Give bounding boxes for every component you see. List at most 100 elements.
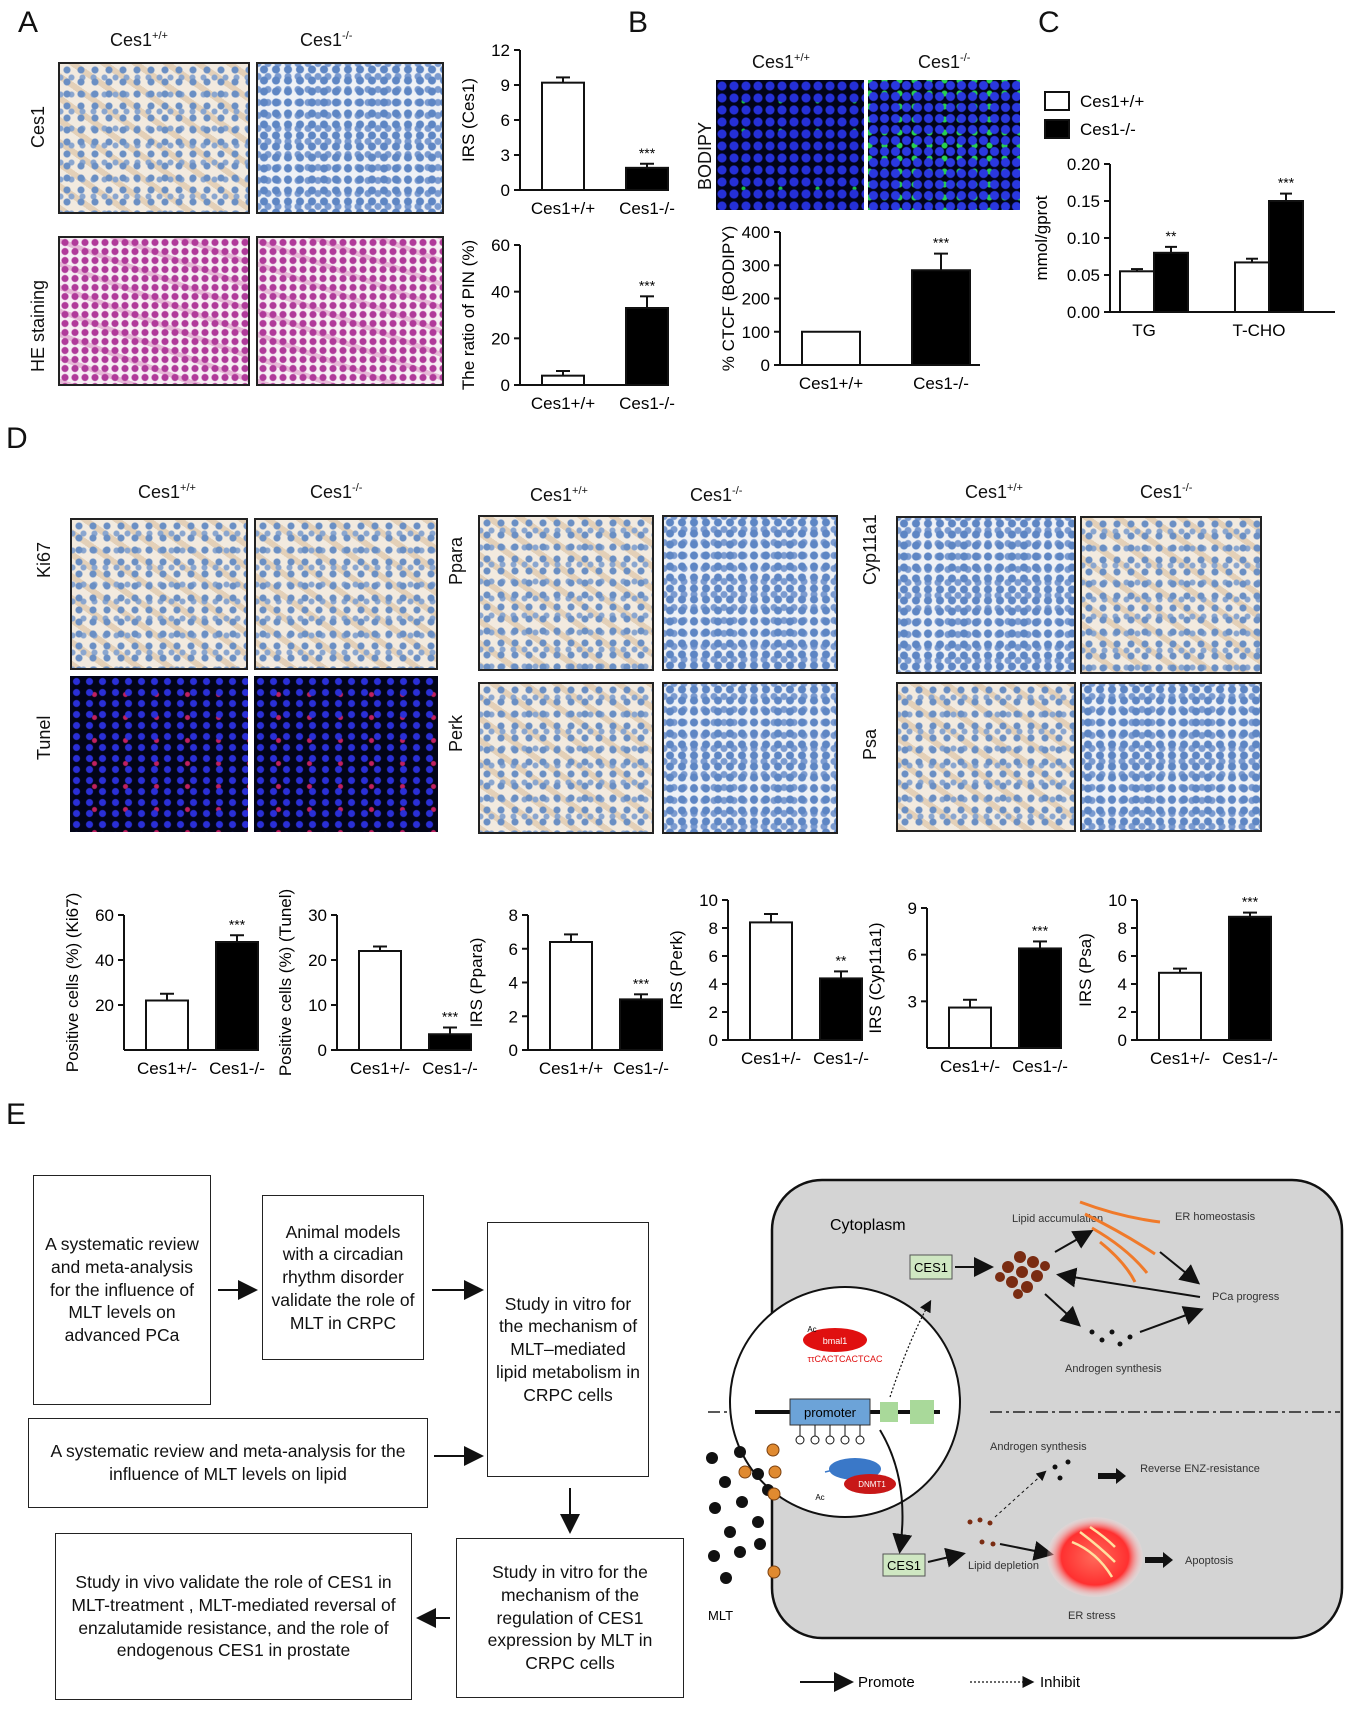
- x-tick-label: TG: [1132, 321, 1156, 340]
- header-wt-d3: Ces1+/+: [965, 482, 1023, 502]
- y-tick-label: 20: [491, 329, 510, 348]
- x-tick-label: Ces1-/-: [209, 1059, 265, 1078]
- row-label-perk: Perk: [446, 714, 466, 752]
- bar: [215, 941, 259, 1051]
- mlt-label: MLT: [708, 1608, 733, 1623]
- legend-label: Ces1-/-: [1080, 120, 1136, 139]
- x-tick-label: Ces1-/-: [1012, 1057, 1068, 1076]
- row-label-ppara: Ppara: [446, 536, 466, 585]
- micrograph-perk-ko: [662, 682, 838, 834]
- header-wt-b: Ces1+/+: [752, 52, 810, 72]
- flow-box-1: A systematic review and meta-analysis fo…: [33, 1175, 211, 1405]
- y-tick-label: 4: [509, 974, 518, 993]
- y-tick-label: 0: [501, 181, 510, 200]
- panel-label-b: B: [628, 6, 649, 39]
- micrograph-ppara-wt: [478, 515, 654, 671]
- svg-text:DNMT1: DNMT1: [858, 1480, 886, 1489]
- micrograph-ki67-wt: [70, 518, 248, 670]
- y-tick-label: 2: [709, 1003, 718, 1022]
- micrograph-ppara-ko: [662, 515, 838, 671]
- y-tick-label: 0: [509, 1041, 518, 1060]
- y-tick-label: 4: [709, 975, 718, 994]
- y-tick-label: 10: [1108, 891, 1127, 910]
- y-tick-label: 0.15: [1067, 192, 1100, 211]
- y-axis-label: IRS (Perk): [667, 930, 686, 1009]
- micrograph-psa-ko: [1080, 682, 1262, 832]
- header-wt-a: Ces1+/+: [110, 30, 168, 50]
- significance-label: ***: [639, 277, 656, 293]
- x-tick-label: Ces1-/-: [613, 1059, 669, 1078]
- y-axis-label: The ratio of PIN (%): [459, 240, 478, 390]
- y-tick-label: 0: [761, 356, 770, 375]
- androgen-dots-top: [1089, 1329, 1133, 1347]
- significance-label: ***: [639, 145, 656, 161]
- y-tick-label: 12: [491, 41, 510, 60]
- bar: [549, 941, 593, 1051]
- header-ko-d3: Ces1-/-: [1140, 482, 1193, 502]
- bar: [749, 921, 793, 1041]
- x-tick-label: Ces1+/+: [531, 199, 595, 218]
- y-tick-label: 2: [1118, 1003, 1127, 1022]
- cell-schematic: Cytoplasm Lipid accumulation CES1 ER hom…: [706, 1178, 1344, 1692]
- y-tick-label: 0: [709, 1031, 718, 1050]
- micrograph-he-ko: [256, 236, 444, 386]
- androgen-synthesis-top-label: Androgen synthesis: [1065, 1363, 1162, 1375]
- row-label-cyp11a1: Cyp11a1: [860, 514, 880, 585]
- micrograph-ces1-ko: [256, 62, 444, 214]
- panel-label-a: A: [18, 6, 39, 39]
- bar: [1268, 200, 1304, 313]
- mlt-particles: [706, 1446, 774, 1584]
- y-tick-label: 2: [509, 1007, 518, 1026]
- x-tick-label: Ces1+/-: [940, 1057, 1000, 1076]
- reverse-enz-label: Reverse ENZ-resistance: [1140, 1463, 1260, 1475]
- significance-label: **: [1166, 228, 1177, 244]
- x-tick-label: Ces1-/-: [1222, 1049, 1278, 1068]
- svg-text:bmal1: bmal1: [823, 1336, 848, 1346]
- y-tick-label: 60: [95, 906, 114, 925]
- bar: [1018, 947, 1062, 1049]
- flow-box-3: Study in vitro for the mechanism of MLT–…: [487, 1222, 649, 1477]
- bar: [1234, 261, 1270, 313]
- y-tick-label: 0.05: [1067, 266, 1100, 285]
- micrograph-tunel-wt: [70, 676, 248, 832]
- header-ko-a: Ces1-/-: [300, 30, 353, 50]
- bar: [819, 977, 863, 1041]
- y-tick-label: 6: [709, 947, 718, 966]
- micrograph-cyp11a1-wt: [896, 516, 1076, 674]
- x-tick-label: Ces1+/+: [799, 374, 863, 393]
- micrograph-bodipy-ko: [868, 80, 1020, 210]
- y-tick-label: 10: [699, 891, 718, 910]
- legend-swatch: [1044, 119, 1070, 139]
- y-tick-label: 3: [501, 146, 510, 165]
- y-tick-label: 40: [491, 283, 510, 302]
- micrograph-bodipy-wt: [716, 80, 864, 210]
- pca-progress-label: PCa progress: [1212, 1291, 1280, 1303]
- panel-label-e: E: [6, 1098, 27, 1131]
- row-label-bodipy: BODIPY: [695, 121, 715, 190]
- panel-label-c: C: [1038, 6, 1060, 39]
- bar: [358, 950, 402, 1051]
- flow-box-2: Animal models with a circadian rhythm di…: [262, 1195, 424, 1360]
- legend-swatch: [1044, 91, 1070, 111]
- x-tick-label: Ces1+/-: [137, 1059, 197, 1078]
- cytoplasm-label: Cytoplasm: [830, 1217, 906, 1234]
- header-ko-d1: Ces1-/-: [310, 482, 363, 502]
- significance-label: ***: [1032, 922, 1049, 938]
- y-tick-label: 100: [742, 323, 770, 342]
- chart-c: 0.000.050.100.150.20mmol/gprot**TG***T-C…: [1032, 91, 1335, 340]
- flow-box-5: Study in vitro for the mechanism of the …: [456, 1538, 684, 1698]
- micrograph-perk-wt: [478, 682, 654, 834]
- y-tick-label: 0: [1118, 1031, 1127, 1050]
- receptors: [738, 1443, 782, 1579]
- row-label-ces1: Ces1: [28, 105, 48, 148]
- x-tick-label: Ces1+/-: [1150, 1049, 1210, 1068]
- y-axis-label: Positive cells (%) (Ki67): [63, 893, 82, 1073]
- lipid-depletion-dots: [967, 1517, 996, 1547]
- y-axis-label: mmol/gprot: [1032, 195, 1051, 280]
- y-tick-label: 30: [308, 906, 327, 925]
- lipid-depletion-label: Lipid depletion: [968, 1560, 1039, 1572]
- y-tick-label: 6: [908, 946, 917, 965]
